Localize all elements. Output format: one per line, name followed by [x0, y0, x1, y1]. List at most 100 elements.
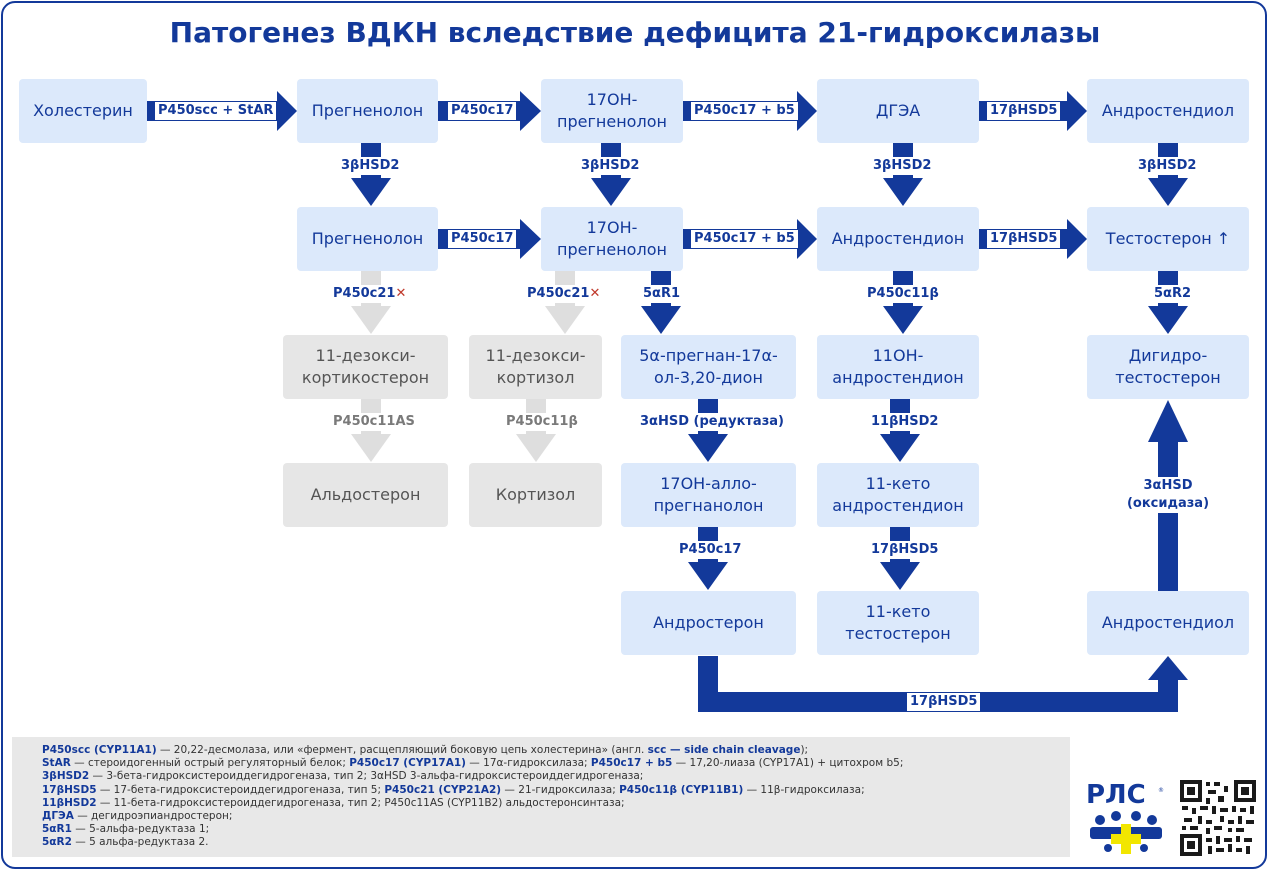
node-deoxycortisol: 11-дезокси- кортизол [469, 335, 602, 399]
arrow-head [520, 91, 541, 131]
legend-term: 3βHSD2 [42, 770, 90, 783]
arrow-head [1067, 91, 1087, 131]
legend-text: — 17,20-лиаза (CYP17A1) + цитохром b5; [672, 757, 904, 770]
enzyme-p450c17-2: P450c17 [448, 230, 517, 248]
legend-line: StAR — стероидогенный острый регуляторны… [42, 757, 903, 770]
arrow-head [880, 562, 920, 590]
arrow-head [520, 219, 541, 259]
legend-text: — 5 альфа-редуктаза 2. [71, 836, 209, 849]
page-title: Патогенез ВДКН вследствие дефицита 21-ги… [169, 16, 1101, 49]
node-dihydrotestosterone: Дигидро- тестостерон [1087, 335, 1249, 399]
enzyme-p450c17-3: P450c17 [676, 541, 745, 559]
node-androsterone: Андростерон [621, 591, 796, 655]
enzyme-5ar1: 5αR1 [640, 285, 684, 303]
enzyme-p450c21-b-group: P450c21✕ [524, 285, 604, 303]
enzyme-17bhsd5-2: 17βHSD5 [987, 230, 1061, 248]
logo-text: РЛС [1086, 780, 1146, 810]
enzyme-17bhsd5-3: 17βHSD5 [868, 541, 942, 559]
node-pregnenolone-2: Прегненолон [297, 207, 438, 271]
node-androstenediol: Андростендиол [1087, 79, 1249, 143]
arrow-head [883, 306, 923, 334]
node-11oh-androstenedione: 11OH- андростендион [817, 335, 979, 399]
legend-term: scc — side chain cleavage [647, 744, 801, 756]
legend-text: — 11-бета-гидроксистероиддегидрогеназа, … [96, 796, 625, 809]
enzyme-p450c11b: P450c11β [864, 285, 942, 303]
legend-term: P450c11β (CYP11B1) [619, 783, 744, 796]
enzyme-11bhsd2: 11βHSD2 [868, 413, 942, 431]
legend-term: StAR [42, 757, 71, 770]
enzyme-17bhsd5-4: 17βHSD5 [907, 693, 981, 711]
node-pregnandione: 5α-прегнан-17α- ол-3,20-дион [621, 335, 796, 399]
enzyme-17bhsd5: 17βHSD5 [987, 102, 1061, 120]
enzyme-p450c11as: P450c11AS [330, 413, 418, 431]
arrow-head [1148, 306, 1188, 334]
enzyme-3bhsd2-1: 3βHSD2 [338, 157, 403, 175]
legend-term: P450scc (CYP11A1) [42, 744, 157, 756]
enzyme-3ahsd-reductase: 3αHSD (редуктаза) [637, 413, 787, 431]
node-11keto-androstenedione: 11-кето андростендион [817, 463, 979, 527]
node-androstenediol-2: Андростендиол [1087, 591, 1249, 655]
arrow-head [688, 562, 728, 590]
enzyme-p450c17-b5: P450c17 + b5 [691, 102, 798, 120]
legend-line: 17βHSD5 — 17-бета-гидроксистероиддегидро… [42, 784, 865, 797]
legend-term: 5αR1 [42, 823, 72, 836]
node-17oh-pregnenolone: 17OH- прегненолон [541, 79, 683, 143]
enzyme-3bhsd2-4: 3βHSD2 [1135, 157, 1200, 175]
enzyme-p450c17: P450c17 [448, 102, 517, 120]
node-aldosterone: Альдостерон [283, 463, 448, 527]
arrow-head [591, 178, 631, 206]
arrow-head [1067, 219, 1087, 259]
enzyme-p450c21-a: P450c21 [333, 286, 396, 301]
arrow-head [1148, 400, 1188, 442]
enzyme-3ahsd-oxidase: 3αHSD (оксидаза) [1118, 477, 1218, 513]
legend-term: 17βHSD5 [42, 783, 97, 796]
legend-line: 11βHSD2 — 11-бета-гидроксистероиддегидро… [42, 797, 625, 810]
arrow-head-grey [351, 306, 391, 334]
arrow-head [797, 91, 817, 131]
arrow-head [641, 306, 681, 334]
legend-term: 5αR2 [42, 836, 72, 849]
node-17oh-allopregnanolone: 17OH-алло- прегнанолон [621, 463, 796, 527]
legend-line: P450scc (CYP11A1) — 20,22-десмолаза, или… [42, 744, 808, 757]
legend-text: — 17α-гидроксилаза; [465, 757, 591, 770]
node-11keto-testosterone: 11-кето тестостерон [817, 591, 979, 655]
arrow-head-grey [545, 306, 585, 334]
legend-text: ); [800, 744, 809, 756]
legend-term: P450c17 + b5 [590, 757, 673, 770]
enzyme-p450c21-b: P450c21 [527, 286, 590, 301]
node-testosterone: Тестостерон ↑ [1087, 207, 1249, 271]
node-cholesterol: Холестерин [19, 79, 147, 143]
arrow-head [1148, 656, 1188, 680]
arrow-up-3ahsd-ox [1158, 440, 1178, 592]
legend-text: — 21-гидроксилаза; [501, 783, 620, 796]
legend-term: ДГЭА [42, 810, 74, 822]
abbreviations-legend: P450scc (CYP11A1) — 20,22-десмолаза, или… [12, 737, 1070, 857]
node-cortisol: Кортизол [469, 463, 602, 527]
legend-text: — стероидогенный острый регуляторный бел… [70, 757, 350, 770]
qr-code [1180, 780, 1256, 856]
legend-line: 3βHSD2 — 3-бета-гидроксистероиддегидроге… [42, 770, 643, 783]
arrow-head [797, 219, 817, 259]
legend-text: — 3-бета-гидроксистероиддегидрогеназа, т… [89, 770, 644, 783]
node-17oh-pregnenolone-2: 17OH- прегненолон [541, 207, 683, 271]
rls-logo: РЛС ® [1086, 780, 1168, 860]
legend-line: 5αR2 — 5 альфа-редуктаза 2. [42, 836, 209, 849]
arrow-head [883, 178, 923, 206]
node-androstenedione: Андростендион [817, 207, 979, 271]
legend-line: 5αR1 — 5-альфа-редуктаза 1; [42, 823, 209, 836]
legend-text: — дегидроэпиандростерон; [73, 810, 233, 822]
enzyme-p450scc-star: P450scc + StAR [155, 102, 277, 120]
node-deoxycorticosterone: 11-дезокси- кортикостерон [283, 335, 448, 399]
arrow-head [880, 434, 920, 462]
arrow-u-17bhsd5 [698, 656, 1178, 712]
arrow-head [688, 434, 728, 462]
legend-text: — 20,22-десмолаза, или «фермент, расщепл… [156, 744, 648, 756]
arrow-head [1148, 178, 1188, 206]
enzyme-3bhsd2-2: 3βHSD2 [578, 157, 643, 175]
legend-term: P450c21 (CYP21A2) [384, 783, 502, 796]
legend-text: — 17-бета-гидроксистероиддегидрогеназа, … [96, 783, 385, 796]
arrow-head-grey [351, 434, 391, 462]
arrow-head [351, 178, 391, 206]
arrow-head-grey [516, 434, 556, 462]
enzyme-p450c11b-2: P450c11β [503, 413, 581, 431]
